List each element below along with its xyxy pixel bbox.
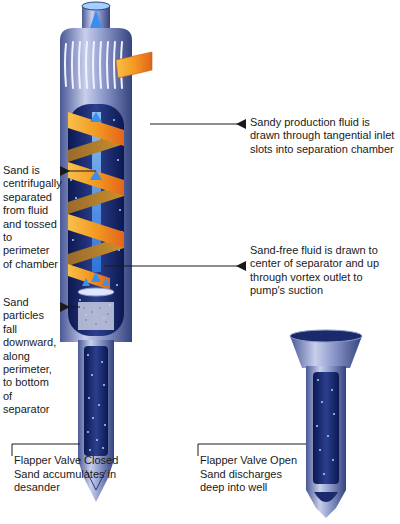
callout-label: Flapper Valve Closed	[14, 454, 124, 467]
callout-label: Sand-free fluid is drawn to center of se…	[250, 244, 398, 298]
sand-particles	[316, 379, 335, 475]
callout-label: Flapper Valve Open	[200, 454, 300, 467]
separation-chamber-wall	[60, 98, 132, 342]
sand-reservoir-wall	[78, 340, 114, 460]
outlet-opening	[82, 2, 110, 10]
discharge-tube-wall	[306, 366, 346, 490]
callout-label: Sand is centrifugally separated from flu…	[3, 164, 61, 271]
funnel-opening	[290, 330, 362, 342]
flapper-valve-closed	[78, 460, 114, 502]
helix-front	[68, 214, 124, 248]
callout-label: Sand discharges deep into well	[200, 468, 304, 495]
screen-dots	[83, 307, 109, 325]
inlet-slots	[65, 42, 122, 88]
flapper-valve-open	[306, 490, 346, 518]
vortex-baffle	[78, 288, 114, 296]
callout-label: Sand particles fall downward, along peri…	[3, 296, 61, 417]
helix-front	[68, 264, 110, 290]
flapper-opening	[314, 492, 338, 502]
callout-label: Sand accumulates in desander	[14, 468, 124, 495]
sand-reservoir	[84, 346, 108, 456]
separation-chamber	[68, 104, 124, 336]
helix-front	[68, 112, 124, 146]
callout-label: Sandy production fluid is drawn through …	[250, 116, 398, 156]
sand-particles	[87, 354, 106, 451]
outflow-arrow	[90, 10, 102, 28]
inlet-flow-ribbon	[116, 52, 152, 78]
upflow-arrows	[82, 112, 110, 286]
helix-front	[68, 162, 124, 196]
sand-screen	[78, 302, 114, 330]
discharge-tube	[313, 372, 339, 484]
